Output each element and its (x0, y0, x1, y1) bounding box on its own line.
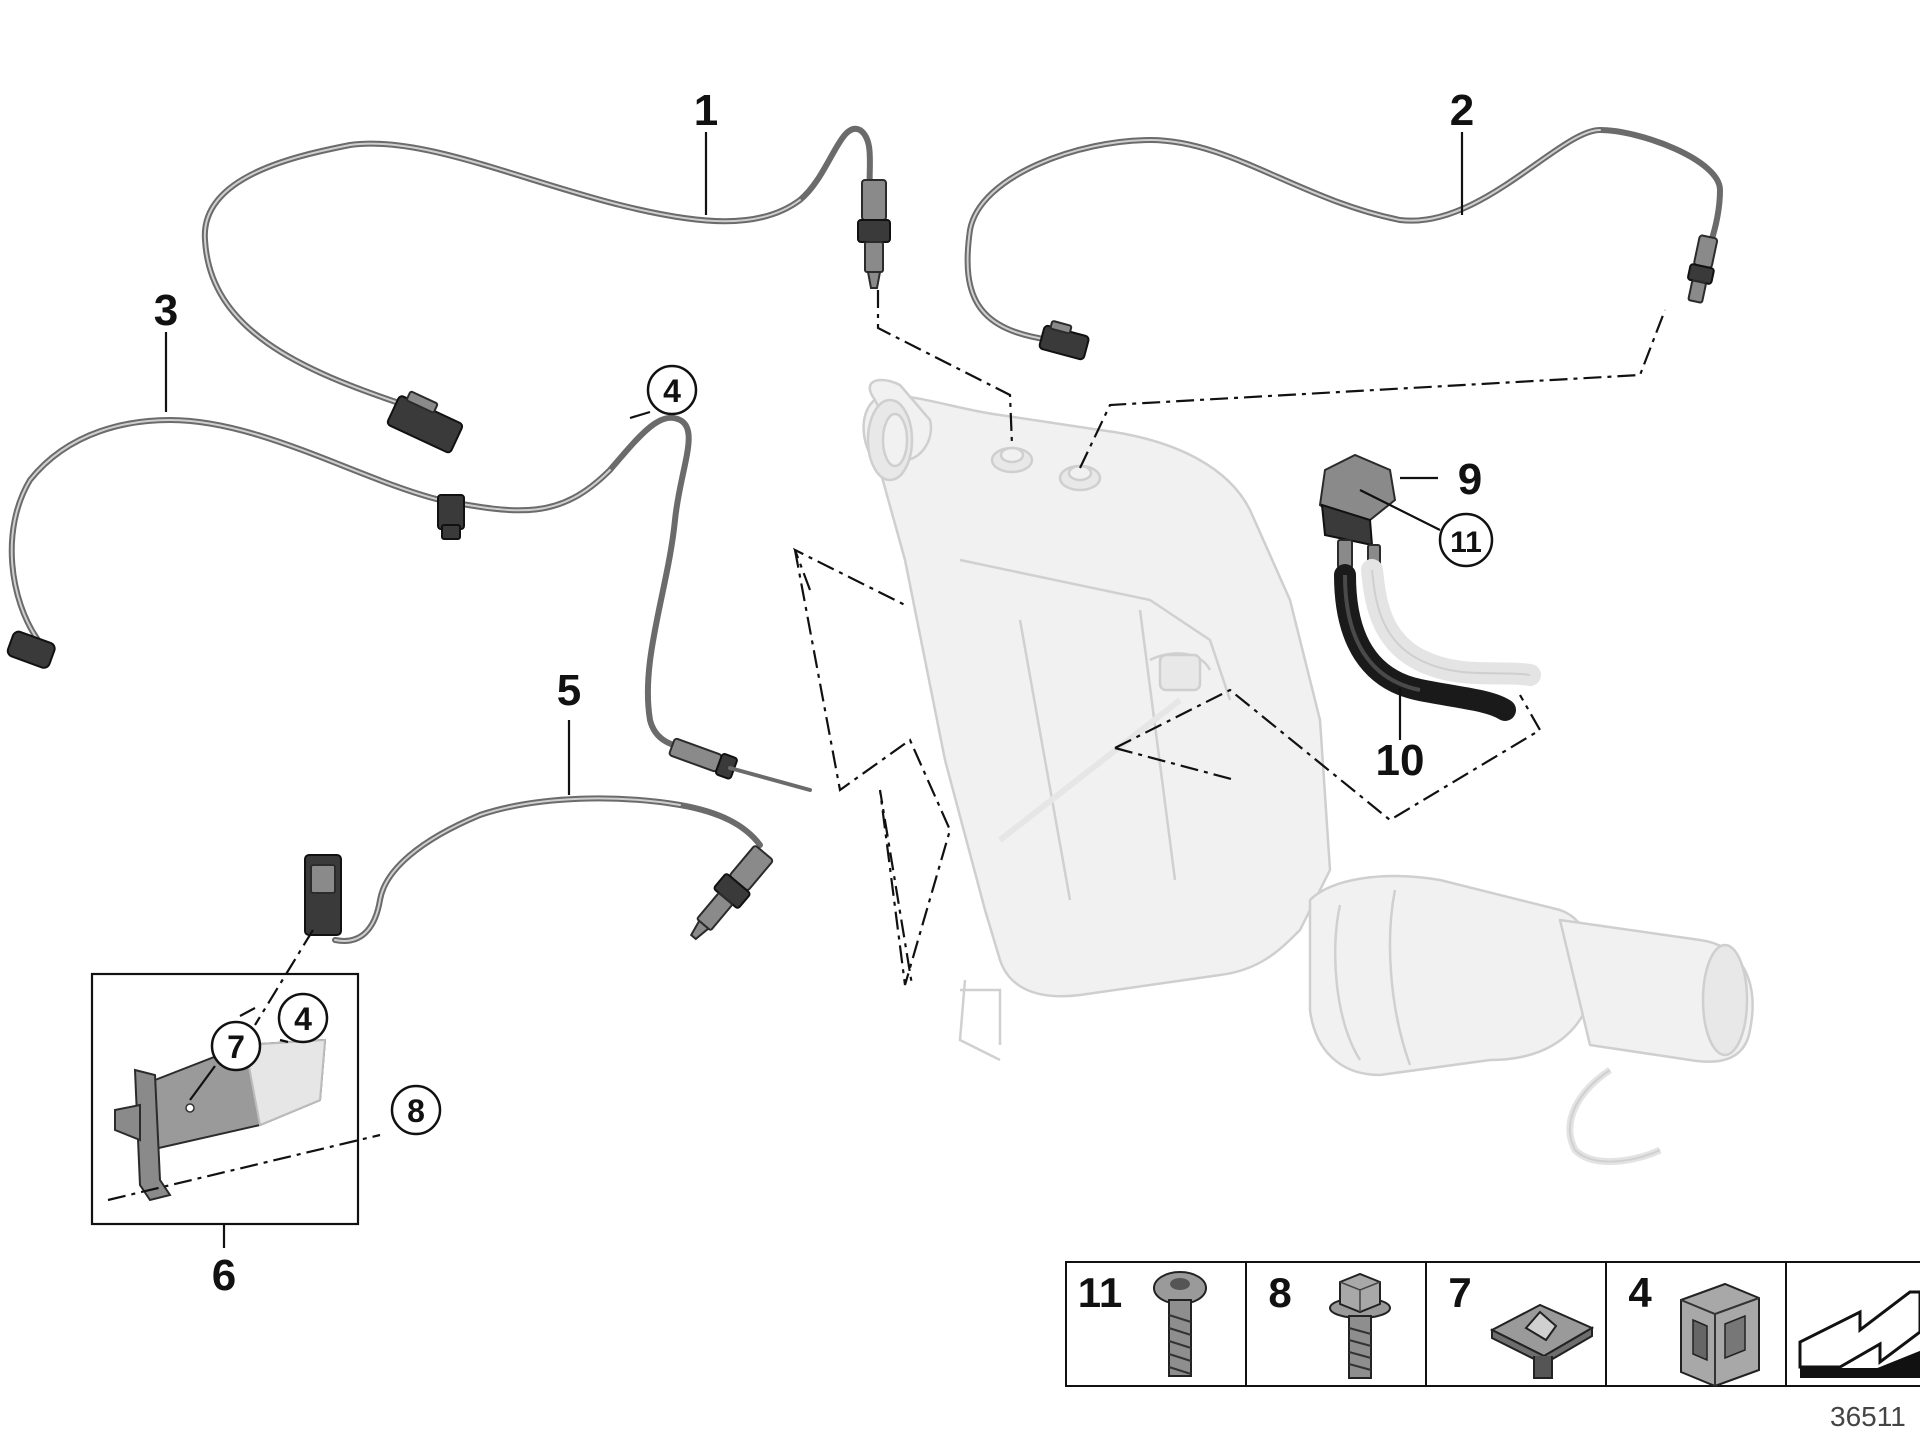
circled-callout-7: 7 (210, 1020, 262, 1072)
callout-10: 10 (1376, 736, 1425, 785)
parts-legend: 11 8 7 4 (1065, 1261, 1920, 1388)
torx-bolt-icon (1153, 1271, 1207, 1377)
pressure-sensor (1318, 453, 1397, 569)
svg-text:4: 4 (663, 373, 681, 409)
hex-bolt-icon (1329, 1272, 1391, 1379)
reference-lines (107, 290, 1667, 1202)
circled-callout-11: 11 (1438, 512, 1494, 568)
sensor-cable-3 (6, 414, 812, 792)
svg-text:4: 4 (294, 1001, 312, 1037)
spring-clip-icon (1680, 1282, 1760, 1388)
hose (1334, 559, 1541, 721)
arrow-reference-icon (1798, 1290, 1920, 1378)
sensor-cable-5 (304, 795, 774, 944)
circled-callout-8: 8 (390, 1084, 442, 1136)
svg-text:7: 7 (227, 1029, 245, 1065)
callouts: 1 2 3 5 6 9 10 (154, 86, 1482, 1300)
callout-6: 6 (212, 1251, 236, 1300)
legend-label-11: 11 (1078, 1269, 1122, 1316)
sensor-cable-1 (201, 125, 891, 454)
legend-label-8: 8 (1268, 1269, 1291, 1316)
leader-lines (164, 132, 1464, 1248)
exhaust-filter-ghost (862, 378, 1754, 1166)
circled-callout-4-inset: 4 (277, 992, 329, 1044)
sensor-cable-2 (964, 127, 1723, 361)
circled-callout-4-top: 4 (646, 364, 698, 416)
document-number: 36511 (1830, 1401, 1906, 1432)
clip-nut-icon (1489, 1303, 1595, 1379)
callout-2: 2 (1450, 86, 1474, 135)
callout-9: 9 (1458, 455, 1482, 504)
legend-label-7: 7 (1448, 1269, 1471, 1316)
callout-1: 1 (694, 86, 718, 135)
svg-text:11: 11 (1450, 526, 1482, 559)
legend-label-4: 4 (1628, 1269, 1652, 1316)
circled-callouts: 4 11 7 4 8 (210, 364, 1494, 1136)
callout-3: 3 (154, 286, 178, 335)
svg-text:8: 8 (407, 1093, 425, 1129)
callout-5: 5 (557, 666, 581, 715)
